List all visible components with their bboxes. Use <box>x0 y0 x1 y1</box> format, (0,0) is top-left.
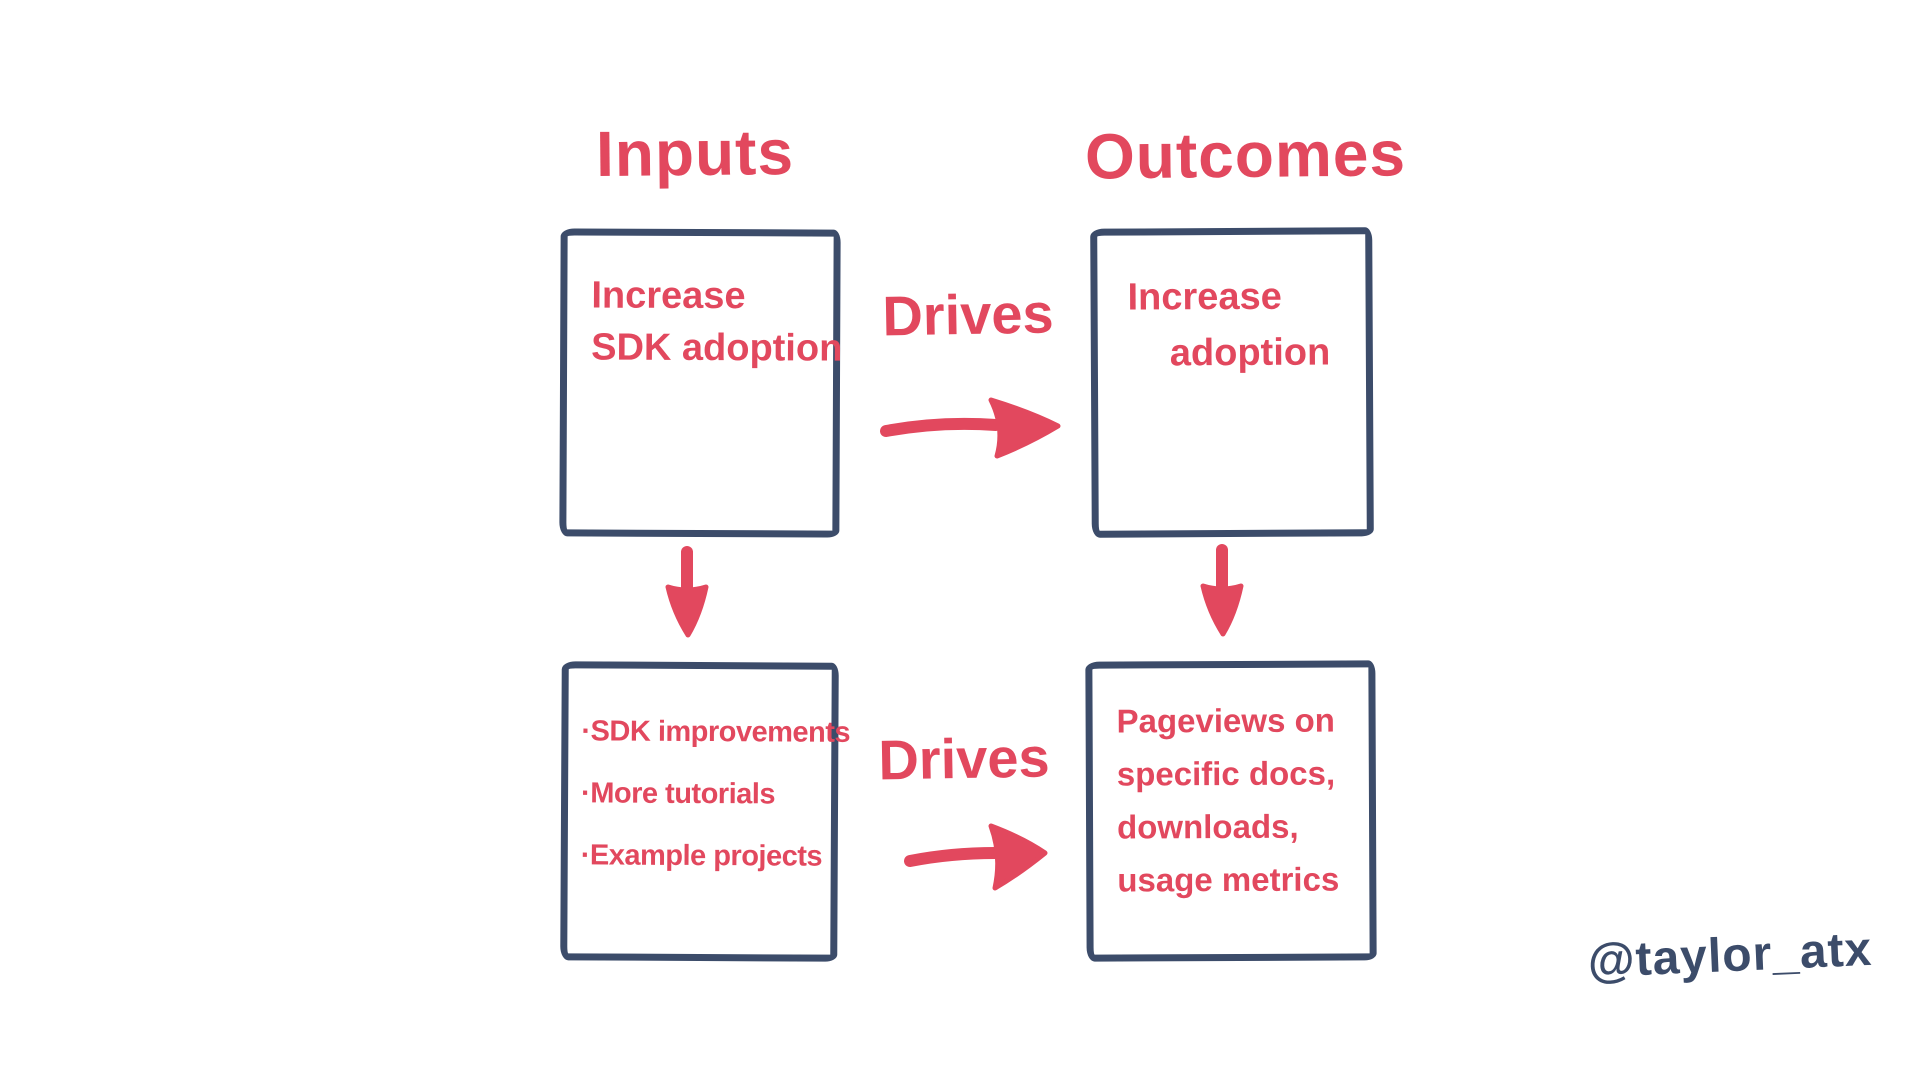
outcomes-column-header: Outcomes <box>1084 117 1407 193</box>
right-arrow-bottom-icon <box>903 806 1051 896</box>
author-signature: @taylor_atx <box>1586 922 1874 989</box>
drives-label-bottom: Drives <box>877 725 1051 792</box>
right-arrow-top-icon <box>878 386 1063 462</box>
outcome-goal-line: adoption <box>1169 331 1331 375</box>
input-action-item: ·SDK improvements <box>581 715 851 749</box>
outcome-goal-box: Increase adoption <box>1090 227 1374 538</box>
input-goal-line: Increase <box>591 274 746 318</box>
outcome-metrics-box: Pageviews on specific docs, downloads, u… <box>1085 660 1377 962</box>
outcome-metric-line: specific docs, <box>1116 754 1336 793</box>
input-goal-line: SDK adoption <box>591 326 843 370</box>
down-arrow-left-icon <box>660 545 714 643</box>
input-goal-box: Increase SDK adoption <box>559 228 843 538</box>
input-action-item: ·More tutorials <box>581 777 776 811</box>
input-actions-box: ·SDK improvements ·More tutorials ·Examp… <box>560 661 851 962</box>
outcome-metric-line: Pageviews on <box>1116 701 1335 740</box>
down-arrow-right-icon <box>1195 542 1249 642</box>
inputs-column-header: Inputs <box>595 115 795 191</box>
input-action-item: ·Example projects <box>580 839 823 873</box>
outcome-metric-line: usage metrics <box>1117 860 1340 899</box>
outcome-metric-line: downloads, <box>1116 807 1299 846</box>
outcome-goal-line: Increase <box>1127 275 1282 319</box>
drives-label-top: Drives <box>881 281 1055 348</box>
